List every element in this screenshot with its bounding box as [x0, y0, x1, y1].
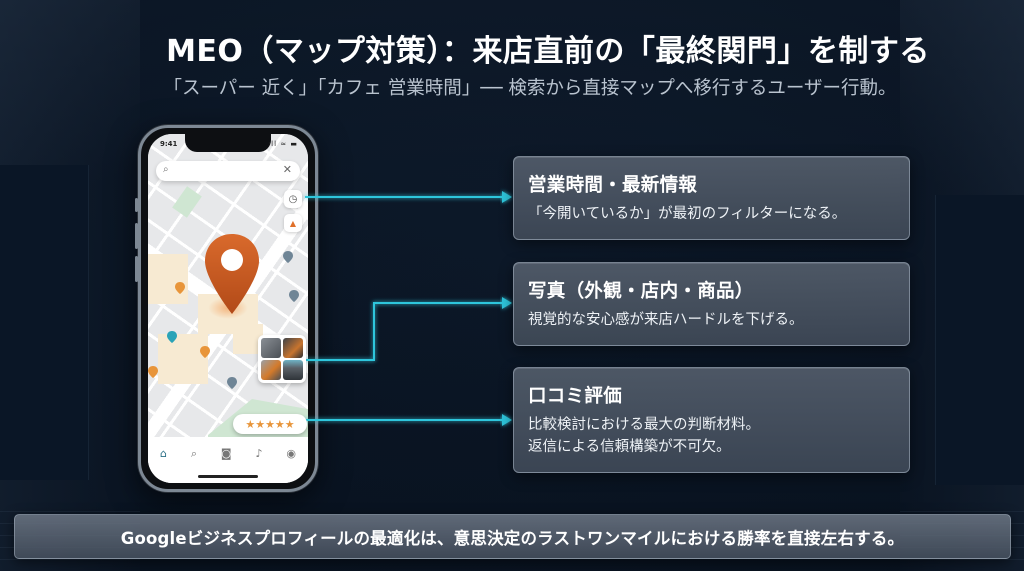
card-photos: 写真（外観・店内・商品） 視覚的な安心感が来店ハードルを下げる。 — [513, 262, 910, 346]
rating-stars[interactable]: ★★★★★ — [233, 414, 307, 434]
map-park-small — [172, 186, 202, 218]
phone-mockup: 9:41 ıll ≈ ▬ ⌕ ✕ ◷ ▲ — [135, 125, 318, 492]
corridor-right-decoration — [900, 0, 1024, 571]
status-time: 9:41 — [160, 140, 178, 148]
card-title: 営業時間・最新情報 — [528, 175, 698, 196]
map-block — [148, 254, 188, 304]
phone-notch — [185, 134, 271, 152]
card-text: 比較検討における最大の判断材料。 — [528, 417, 760, 433]
poi-food-icon[interactable] — [200, 346, 210, 358]
photo-gallery-thumbnail[interactable] — [258, 335, 306, 383]
poi-shop-icon[interactable] — [148, 366, 158, 378]
poi-grey-icon[interactable] — [283, 251, 293, 263]
map-search-bar[interactable]: ⌕ ✕ — [156, 161, 300, 181]
photo-interior[interactable] — [283, 338, 303, 358]
photo-exterior[interactable] — [261, 338, 281, 358]
clock-icon: ◷ — [288, 193, 298, 205]
poi-cafe-icon[interactable] — [175, 282, 185, 294]
poi-parking-icon[interactable] — [227, 377, 237, 389]
search-icon: ⌕ — [163, 164, 169, 175]
page-title: MEO（マップ対策）：来店直前の「最終関門」を制する — [166, 34, 930, 69]
tab-bell-icon[interactable]: ♪ — [255, 447, 263, 460]
phone-screen: 9:41 ıll ≈ ▬ ⌕ ✕ ◷ ▲ — [148, 134, 308, 483]
card-text: 視覚的な安心感が来店ハードルを下げる。 — [528, 312, 804, 328]
card-text: 「今開いているか」が最初のフィルターになる。 — [528, 206, 847, 222]
page-subtitle: 「スーパー 近く」「カフェ 営業時間」── 検索から直接マップへ移行するユーザー… — [163, 78, 897, 99]
card-text: 返信による信頼構築が不可欠。 — [528, 439, 731, 455]
photo-product[interactable] — [261, 360, 281, 380]
tab-profile-icon[interactable]: ◉ — [286, 447, 296, 460]
phone-side-button — [135, 198, 138, 212]
compass-icon: ▲ — [289, 218, 297, 228]
footer-summary-bar: Googleビジネスプロフィールの最適化は、意思決定のラストワンマイルにおける勝… — [14, 514, 1011, 559]
card-title: 口コミ評価 — [528, 386, 623, 407]
hours-clock-button[interactable]: ◷ — [284, 190, 302, 208]
photo-storefront[interactable] — [283, 360, 303, 380]
phone-volume-up — [135, 223, 138, 249]
card-title: 写真（外観・店内・商品） — [528, 281, 754, 302]
phone-volume-down — [135, 256, 138, 282]
home-indicator — [198, 475, 258, 478]
status-signal-wifi-battery-icon: ıll ≈ ▬ — [268, 140, 298, 148]
poi-grey-icon[interactable] — [289, 290, 299, 302]
poi-teal-icon[interactable] — [167, 331, 177, 343]
location-pin-icon[interactable] — [203, 232, 261, 316]
footer-text: Googleビジネスプロフィールの最適化は、意思決定のラストワンマイルにおける勝… — [120, 528, 905, 548]
tab-home-icon[interactable]: ⌂ — [159, 447, 167, 460]
compass-button[interactable]: ▲ — [284, 214, 302, 232]
map-block — [158, 334, 208, 384]
close-icon[interactable]: ✕ — [282, 163, 292, 176]
card-reviews: 口コミ評価 比較検討における最大の判断材料。 返信による信頼構築が不可欠。 — [513, 367, 910, 473]
card-business-hours: 営業時間・最新情報 「今開いているか」が最初のフィルターになる。 — [513, 156, 910, 240]
tab-camera-icon[interactable]: ◙ — [220, 447, 232, 460]
corridor-left-decoration — [0, 0, 140, 571]
tab-search-icon[interactable]: ⌕ — [190, 447, 197, 460]
